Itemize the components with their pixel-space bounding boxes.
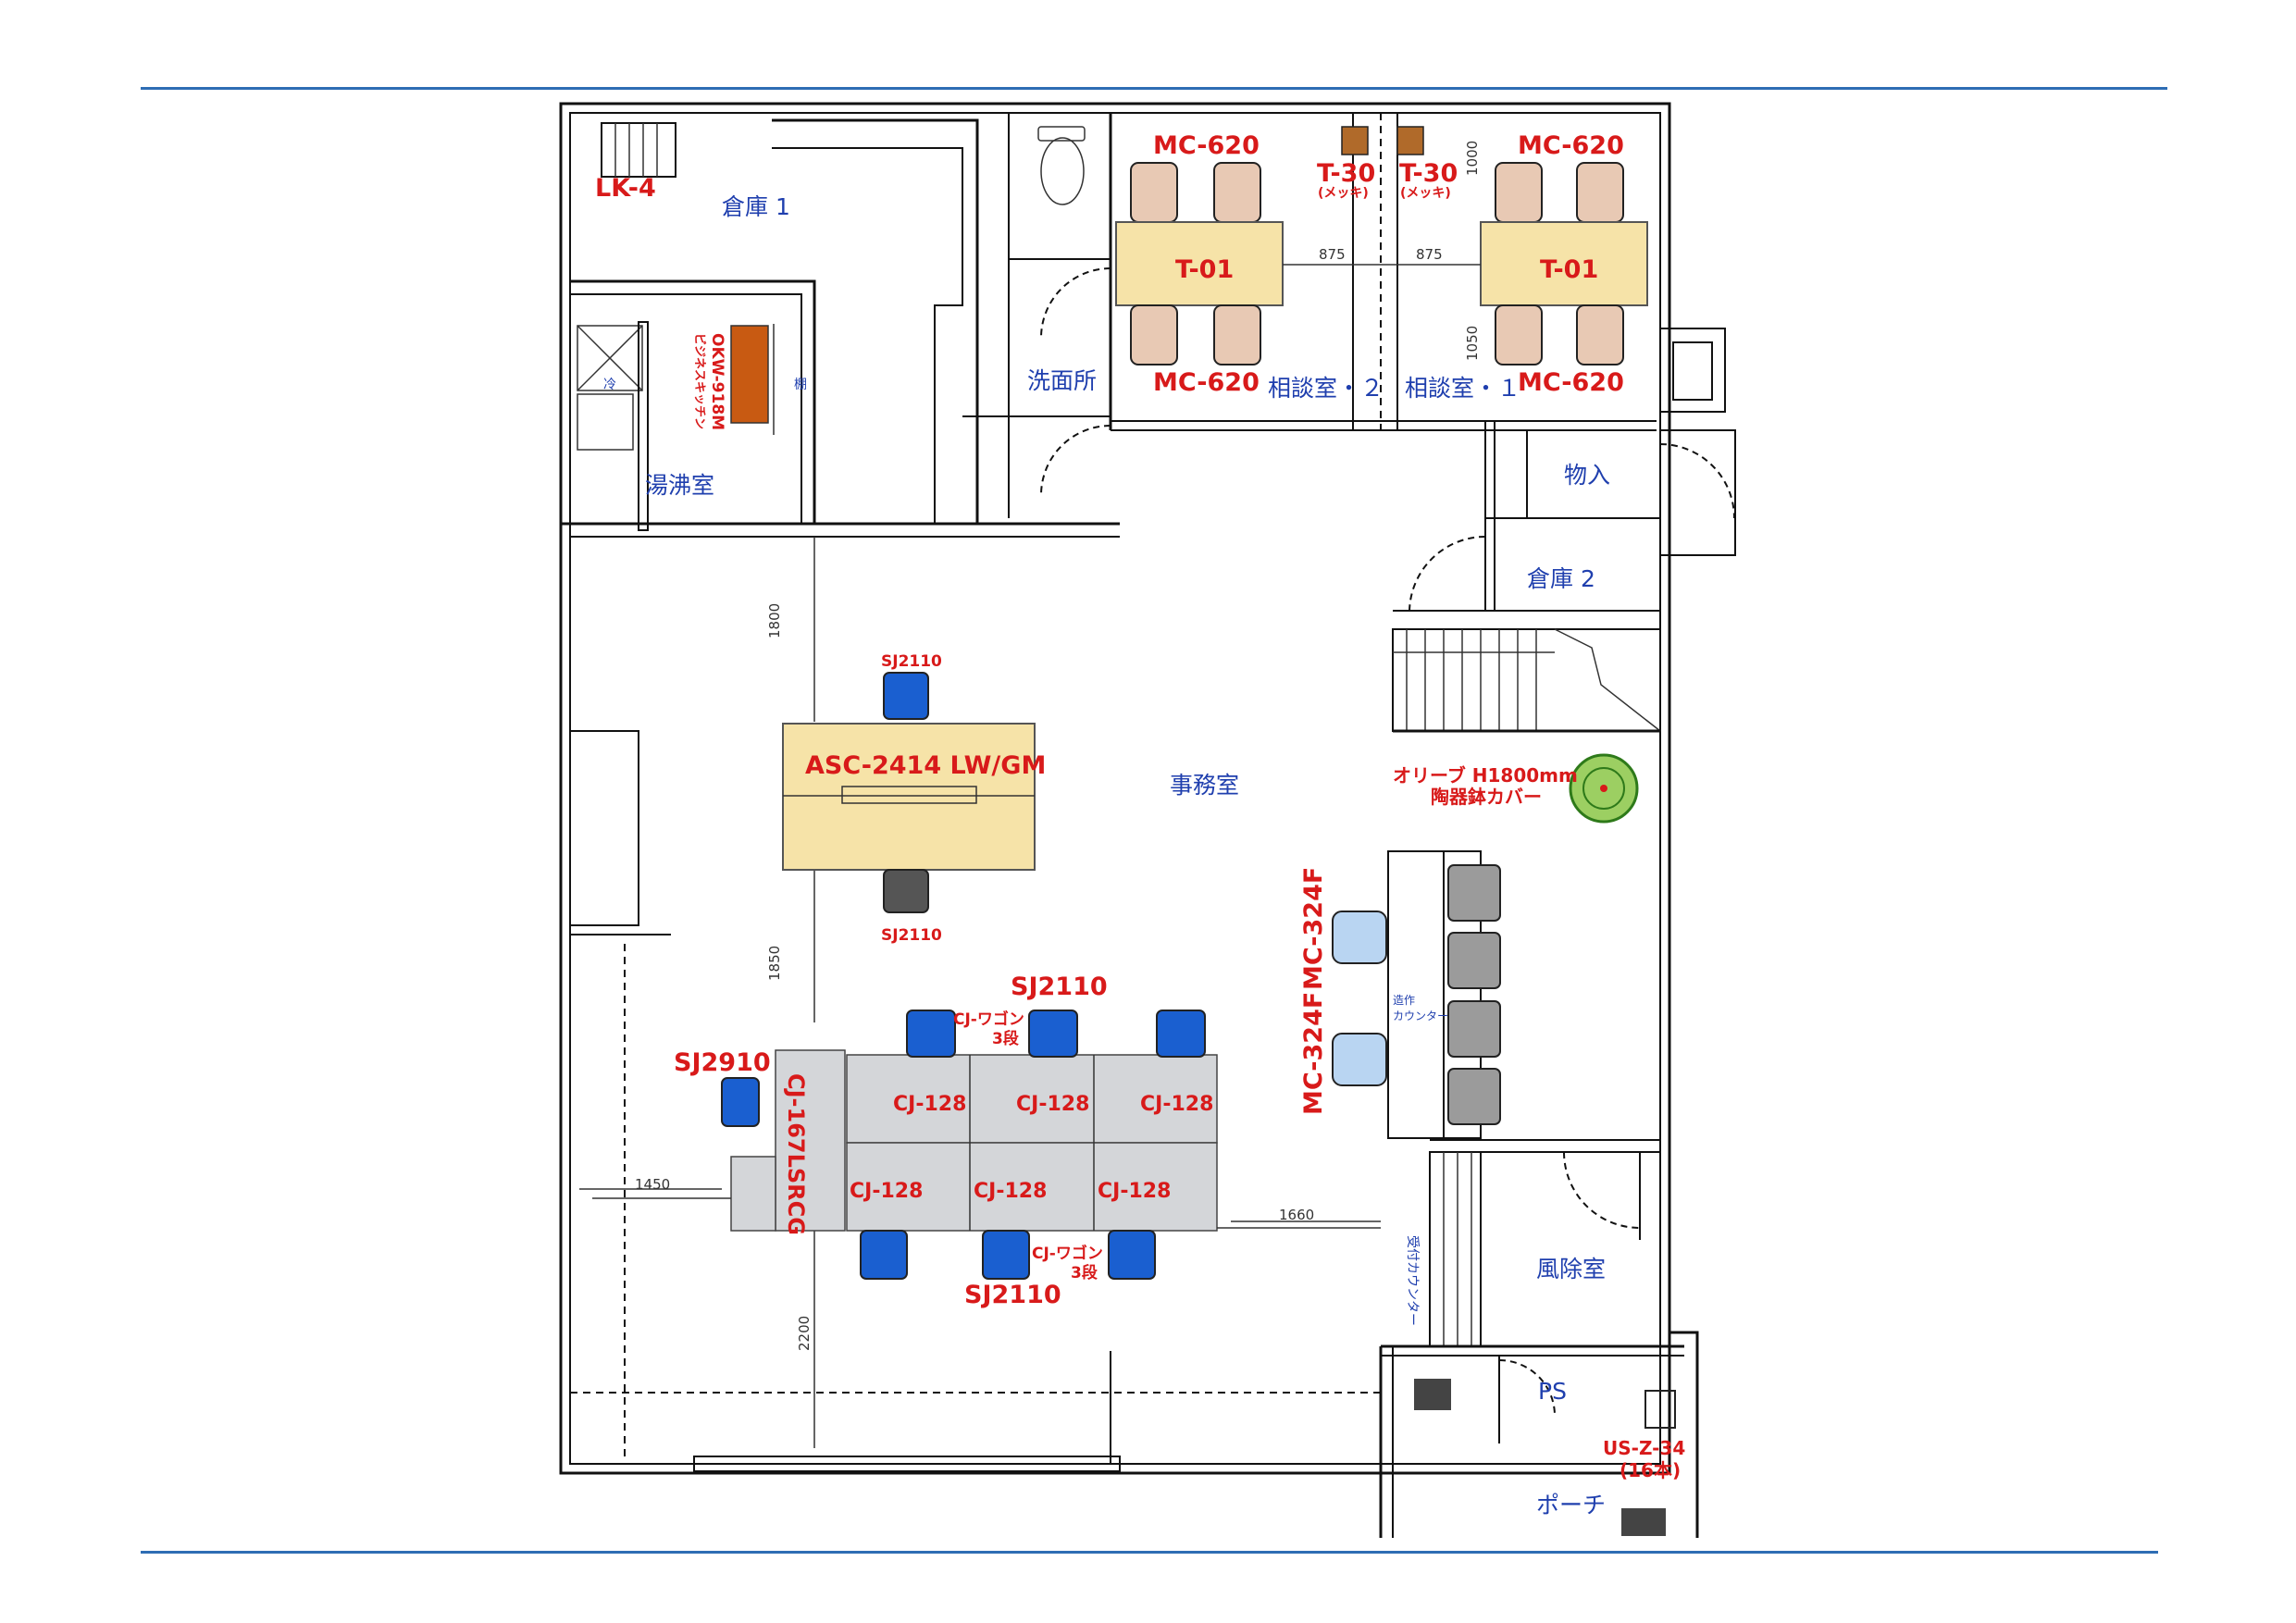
storage-and-stairs <box>1392 328 1736 733</box>
mc620-bottom-right: MC-620 <box>1518 368 1624 397</box>
mc324f-label-b: MC-324F <box>1299 992 1328 1115</box>
mc620-top-left: MC-620 <box>1153 131 1260 160</box>
cj128-2: CJ-128 <box>1016 1093 1089 1116</box>
entrance <box>1379 1139 1699 1538</box>
room-meeting1: 相談室・１ <box>1405 375 1520 402</box>
sj2110-bottom-label: SJ2110 <box>881 926 942 945</box>
dim-2200: 2200 <box>796 1316 813 1351</box>
cj128-5: CJ-128 <box>974 1180 1047 1203</box>
work-counter-label: 造作 <box>1393 994 1415 1007</box>
t30-label-a: T-30 <box>1317 159 1375 188</box>
sj2110-group-b-label: SJ2110 <box>964 1281 1061 1309</box>
cj128-3: CJ-128 <box>1140 1093 1213 1116</box>
t01-label-a: T-01 <box>1175 255 1234 284</box>
room-meeting2: 相談室・２ <box>1268 375 1384 402</box>
meeting-room-walls <box>1109 113 1657 431</box>
dim-1450: 1450 <box>635 1176 670 1193</box>
shelf-label: 棚 <box>794 378 807 392</box>
t30-icon-a <box>1341 126 1369 155</box>
room-windbreak: 風除室 <box>1536 1256 1606 1282</box>
asc-table-label: ASC-2414 LW/GM <box>805 751 1046 780</box>
mc324f-label-a: MC-324F <box>1299 867 1328 990</box>
cj-wagon-b2-label: 3段 <box>1071 1263 1098 1282</box>
t30-label-b: T-30 <box>1399 159 1458 188</box>
mc620-top-right: MC-620 <box>1518 131 1624 160</box>
olive-pot-label: 陶器鉢カバー <box>1431 786 1542 808</box>
us-z-count-label: (16本) <box>1620 1459 1681 1481</box>
okw-sub-label: ビジネスキッチン <box>692 333 707 429</box>
room-warehouse2: 倉庫 2 <box>1527 565 1595 592</box>
meeting-set-right <box>1480 162 1648 365</box>
dim-1050: 1050 <box>1464 326 1481 361</box>
mekki-label-a: (メッキ) <box>1318 186 1369 201</box>
bottom-rule <box>141 1551 2158 1554</box>
reception-counter-label: 受付カウンター <box>1405 1235 1420 1326</box>
outer-walls <box>559 102 1671 1475</box>
dim-1850: 1850 <box>766 946 783 981</box>
fridge-label: 冷 <box>603 378 616 392</box>
olive-label: オリーブ H1800mm <box>1393 764 1578 787</box>
sj2110-top-label: SJ2110 <box>881 652 942 671</box>
room-office: 事務室 <box>1170 772 1239 799</box>
olive-plant-icon <box>1569 753 1639 824</box>
room-storage: 物入 <box>1564 462 1610 489</box>
work-counter-label2: カウンター <box>1393 1010 1448 1022</box>
sj2110-group-label: SJ2110 <box>1011 973 1108 1001</box>
us-z-label: US-Z-34 <box>1603 1437 1685 1459</box>
cj-wagon-b-label: CJ-ワゴン <box>1032 1244 1103 1263</box>
cj128-6: CJ-128 <box>1098 1180 1171 1203</box>
mc620-bottom-left: MC-620 <box>1153 368 1260 397</box>
cj-wagon-a-label: CJ-ワゴン <box>953 1010 1024 1029</box>
lk4-label: LK-4 <box>595 174 656 203</box>
okw-label: OKW-918M <box>708 333 726 430</box>
t30-icon-b <box>1396 126 1424 155</box>
center-table <box>782 672 1036 913</box>
room-kitchenette: 湯沸室 <box>645 472 714 499</box>
dim-1000: 1000 <box>1464 141 1481 176</box>
dim-1660: 1660 <box>1279 1207 1314 1223</box>
dim-1800: 1800 <box>766 603 783 638</box>
room-ps: PS <box>1538 1378 1567 1405</box>
work-counter <box>1332 850 1501 1139</box>
kitchenette <box>577 321 775 531</box>
mekki-label-b: (メッキ) <box>1400 186 1451 201</box>
room-washroom: 洗面所 <box>1027 367 1097 394</box>
cj128-4: CJ-128 <box>850 1180 923 1203</box>
cj167-label: CJ-167LSRCG <box>783 1073 809 1235</box>
room-warehouse1: 倉庫 1 <box>722 193 790 220</box>
cj-wagon-a2-label: 3段 <box>992 1029 1019 1048</box>
cj128-1: CJ-128 <box>893 1093 966 1116</box>
room-porch: ポーチ <box>1536 1492 1606 1518</box>
office-lines <box>570 537 1381 1472</box>
dim-875a: 875 <box>1319 246 1346 263</box>
warehouse1-walls <box>570 118 979 524</box>
desk-island <box>592 1010 1381 1280</box>
top-rule <box>141 87 2167 90</box>
dim-875b: 875 <box>1416 246 1443 263</box>
meeting-set-left <box>1115 162 1284 365</box>
washroom <box>962 113 1111 518</box>
t01-label-b: T-01 <box>1540 255 1598 284</box>
sj2910-label: SJ2910 <box>674 1048 771 1077</box>
